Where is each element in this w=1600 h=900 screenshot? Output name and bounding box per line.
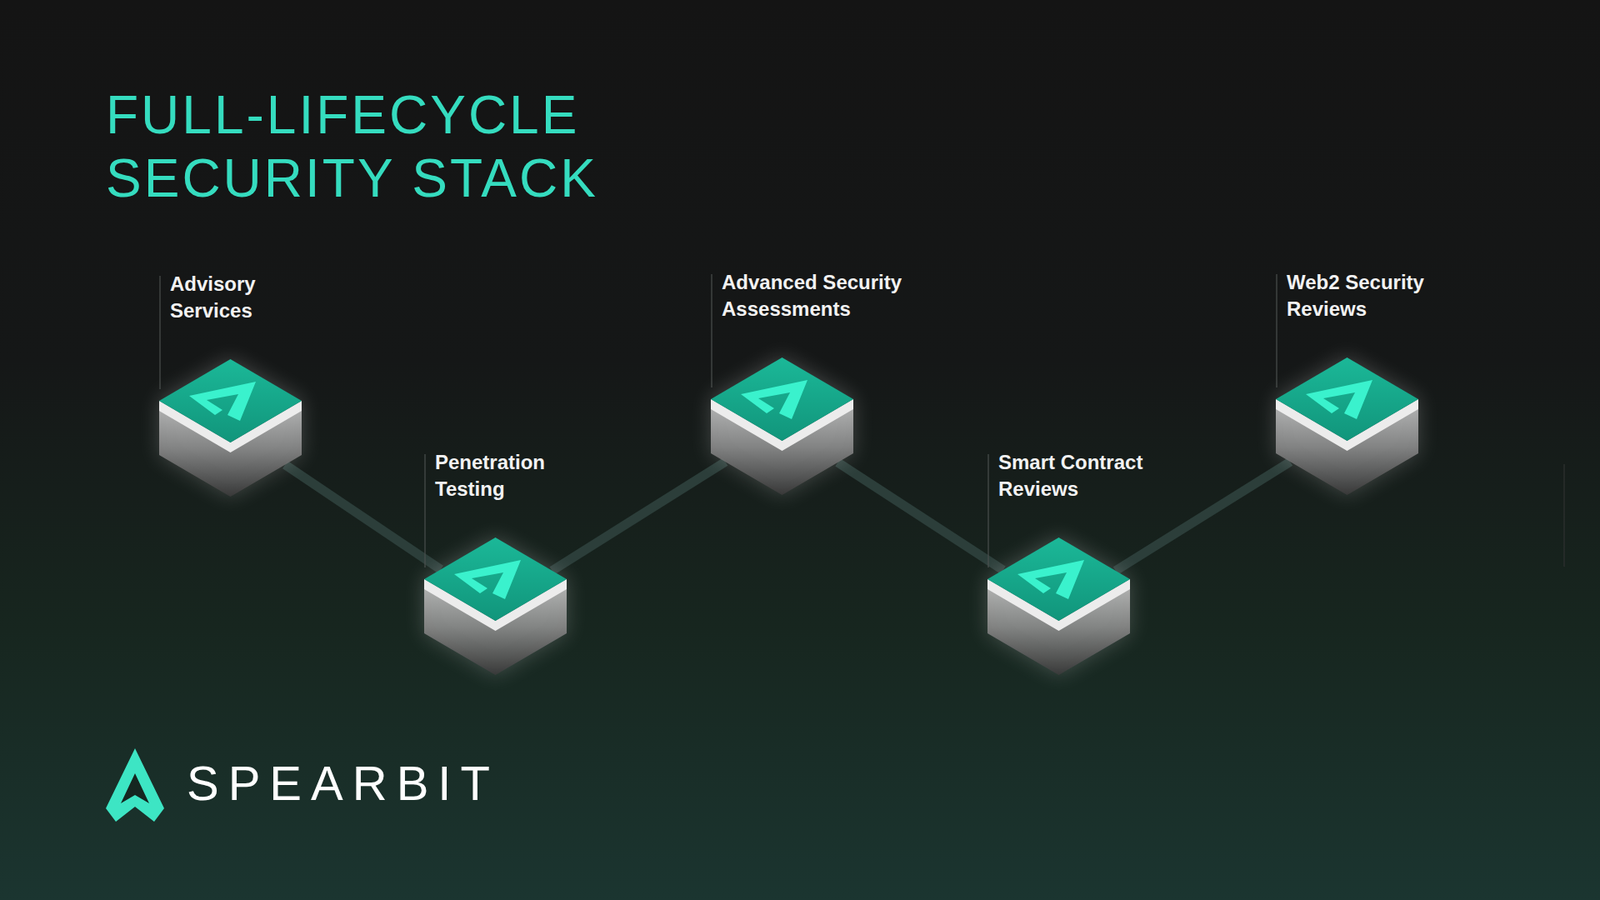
service-label: Penetration Testing — [435, 449, 569, 503]
service-label: Advanced Security Assessments — [721, 269, 940, 323]
connector — [285, 465, 441, 570]
service-node: Smart Contract Reviews — [987, 449, 1170, 676]
service-label: Advisory Services — [170, 270, 295, 325]
connector — [1115, 461, 1291, 571]
leader-line — [424, 449, 426, 570]
service-node: Penetration Testing — [424, 449, 569, 676]
leader-line — [1563, 464, 1565, 567]
security-tile — [424, 537, 567, 676]
security-tile — [987, 537, 1130, 676]
security-tile — [710, 357, 854, 496]
service-node: Web2 Security Reviews — [1275, 269, 1458, 496]
security-tile — [159, 359, 302, 498]
connector — [837, 462, 1003, 570]
leader-line — [710, 269, 713, 390]
connector — [552, 461, 726, 571]
brand-name: SPEARBIT — [186, 754, 500, 813]
diagram-title: FULL-LIFECYCLE SECURITY STACK — [105, 83, 640, 210]
leader-line — [1275, 269, 1278, 390]
leader-line — [987, 449, 990, 570]
brand-mark — [105, 748, 165, 822]
service-label: Web2 Security Reviews — [1286, 269, 1458, 323]
security-tile — [1275, 357, 1419, 496]
service-label: Smart Contract Reviews — [998, 449, 1170, 503]
leader-line — [159, 270, 161, 391]
service-node: Advisory Services — [159, 270, 302, 498]
service-node: Advanced Security Assessments — [710, 269, 940, 496]
